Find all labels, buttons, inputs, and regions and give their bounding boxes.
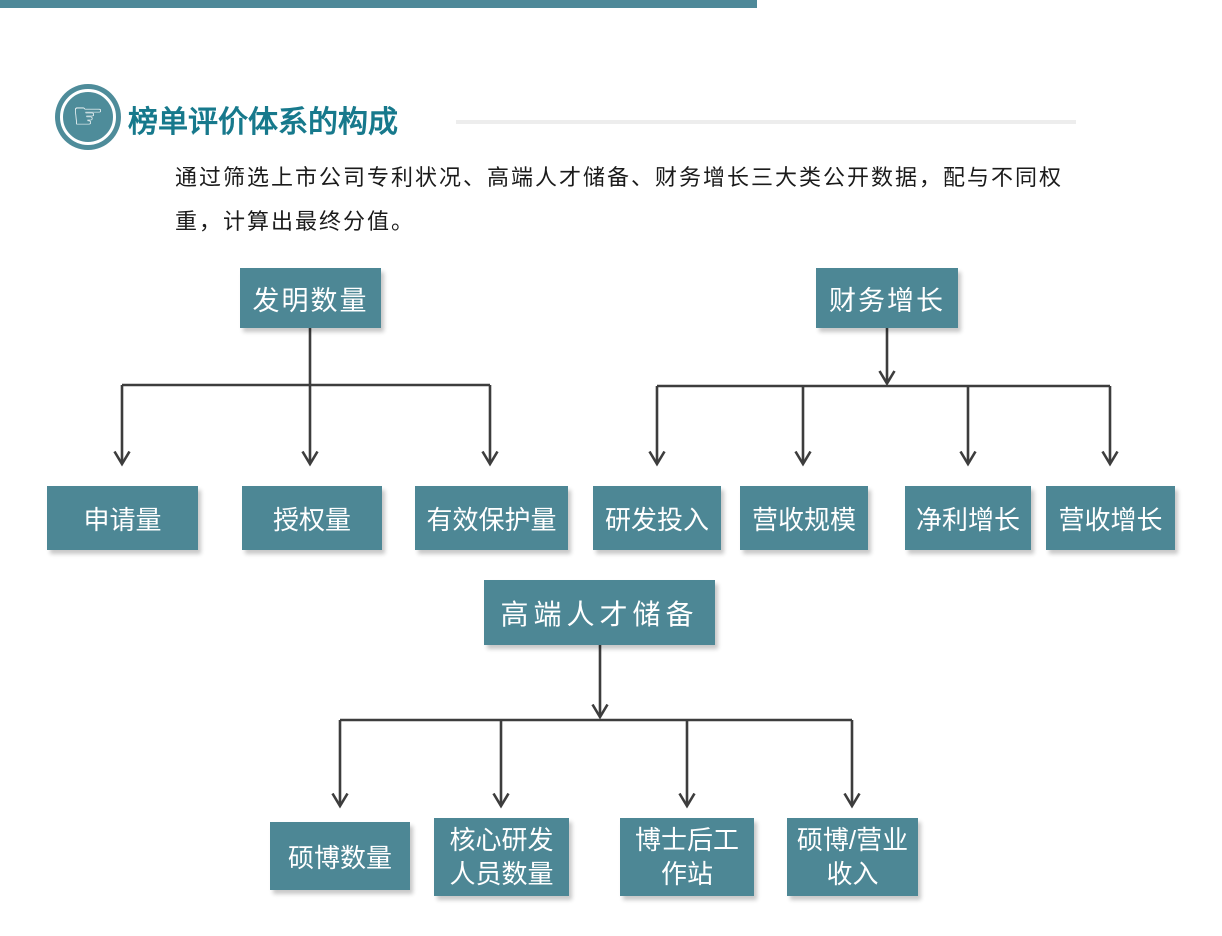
node-core-rd-staff-count: 核心研发人员数量 — [434, 818, 569, 896]
node-masters-doctors-count: 硕博数量 — [270, 822, 410, 890]
badge-ring: ☞ — [60, 89, 116, 145]
section-badge: ☞ — [55, 84, 121, 150]
connector-group-finance — [648, 328, 1119, 467]
node-financial-growth: 财务增长 — [816, 268, 958, 328]
node-postdoc-workstation: 博士后工作站 — [620, 818, 754, 896]
page-title: 榜单评价体系的构成 — [128, 106, 398, 139]
node-revenue-scale: 营收规模 — [740, 486, 868, 550]
node-masters-to-revenue: 硕博/营业收入 — [787, 818, 918, 896]
node-revenue-growth: 营收增长 — [1046, 486, 1175, 550]
connector-group-invention — [113, 328, 499, 467]
node-valid-protection-volume: 有效保护量 — [415, 486, 568, 550]
top-accent-bar — [0, 0, 757, 8]
pointing-hand-icon: ☞ — [71, 95, 105, 136]
connector-group-talent — [331, 645, 861, 809]
node-talent-reserve: 高端人才储备 — [484, 580, 715, 645]
node-invention-quantity: 发明数量 — [240, 268, 381, 328]
node-application-volume: 申请量 — [47, 486, 198, 550]
title-underline — [456, 120, 1076, 124]
intro-paragraph: 通过筛选上市公司专利状况、高端人才储备、财务增长三大类公开数据，配与不同权重，计… — [175, 165, 1064, 234]
node-grant-volume: 授权量 — [242, 486, 382, 550]
node-net-profit-growth: 净利增长 — [905, 486, 1031, 550]
node-rd-investment: 研发投入 — [593, 486, 721, 550]
